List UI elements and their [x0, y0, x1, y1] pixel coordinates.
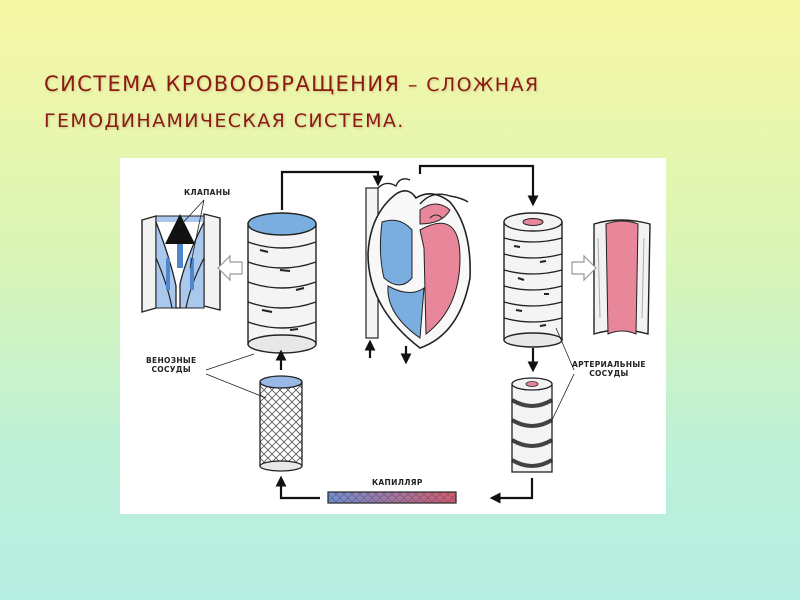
artery-coil	[503, 212, 563, 348]
vein-coil	[247, 212, 317, 354]
diagram-drawing	[141, 164, 651, 504]
title-main: СИСТЕМА КРОВООБРАЩЕНИЯ	[44, 72, 401, 96]
title-rest: – СЛОЖНАЯ	[400, 74, 540, 96]
slide-title: СИСТЕМА КРОВООБРАЩЕНИЯ – СЛОЖНАЯ ГЕМОДИН…	[44, 66, 764, 139]
label-arterial-vessels: АРТЕРИАЛЬНЫЕ СОСУДЫ	[572, 360, 646, 378]
artery-section	[593, 219, 651, 335]
label-venous-vessels: ВЕНОЗНЫЕ СОСУДЫ	[146, 356, 197, 374]
leader-lines	[177, 199, 575, 421]
arteriole	[510, 377, 554, 473]
heart	[365, 178, 471, 349]
capillary	[327, 491, 457, 504]
title-line-2: ГЕМОДИНАМИЧЕСКАЯ СИСТЕМА.	[44, 110, 405, 132]
label-valves: КЛАПАНЫ	[184, 188, 231, 197]
flow-arrows	[275, 164, 539, 504]
vein-section	[141, 213, 221, 313]
label-capillary: КАПИЛЛЯР	[372, 478, 423, 487]
venule	[259, 375, 303, 472]
hollow-arrows	[217, 254, 597, 282]
circulation-diagram: КЛАПАНЫ ВЕНОЗНЫЕ СОСУДЫ АРТЕРИАЛЬНЫЕ СОС…	[120, 158, 666, 514]
title-line-1: СИСТЕМА КРОВООБРАЩЕНИЯ – СЛОЖНАЯ	[44, 66, 764, 103]
